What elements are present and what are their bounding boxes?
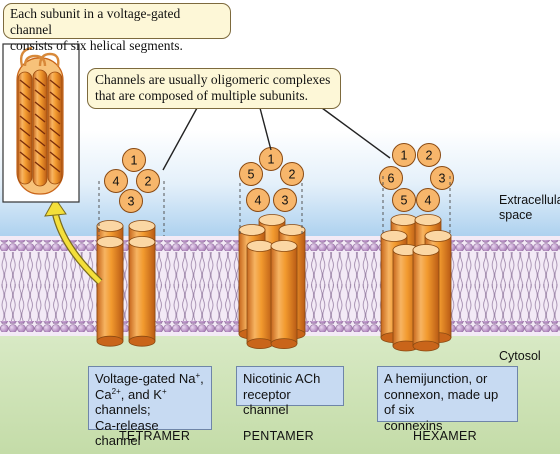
extracellular-label: Extracellular space: [499, 193, 560, 222]
pointer-hexamer: [321, 107, 391, 159]
hexamer-subunit-number: 2: [426, 149, 433, 163]
pentamer-subunit-number: 5: [248, 168, 255, 182]
hexamer-channel-subunit: [412, 244, 440, 352]
hexamer-subunit-circle: [417, 143, 441, 167]
tetramer-caption: TETRAMER: [119, 429, 191, 443]
tetramer-channel-subunit: [96, 236, 124, 347]
hexamer-caption: HEXAMER: [413, 429, 477, 443]
cytosol-label: Cytosol: [499, 349, 541, 363]
hexamer-subunit-circle: [416, 188, 440, 212]
pentamer-subunit-circle: [280, 162, 304, 186]
hexamer-subunit-number: 6: [388, 172, 395, 186]
pentamer-subunit-circle: [246, 188, 270, 212]
pentamer-channel-subunit: [270, 240, 298, 350]
callout-oligomeric-line1: Channels are usually oligomeric complexe…: [95, 72, 331, 87]
tetramer-description: Voltage-gated Na+, Ca2+, and K+ channels…: [88, 366, 212, 448]
pentamer-subunit-circle: [239, 162, 263, 186]
callout-helical-segments: Each subunit in a voltage-gated channel …: [3, 3, 231, 53]
hexamer-subunit-number: 5: [401, 194, 408, 208]
callout-oligomeric: Channels are usually oligomeric complexe…: [87, 68, 341, 109]
hexamer-subunit-number: 3: [439, 172, 446, 186]
tetramer-subunit-number: 2: [145, 175, 152, 189]
tetramer-subunit-number: 3: [128, 195, 135, 209]
tetramer-channel-subunit: [128, 236, 156, 347]
hexamer-subunit-circle: [392, 143, 416, 167]
inset-arrow: [44, 197, 103, 285]
hexamer-description: A hemijunction, or connexon, made up of …: [377, 366, 518, 433]
tetramer-subunit-circle: [119, 189, 143, 213]
helical-segments-inset: [2, 43, 80, 203]
pentamer-channel-subunit: [246, 240, 274, 350]
callout-helical-line2: consists of six helical segments.: [10, 37, 183, 53]
pentamer-subunit-number: 1: [268, 153, 275, 167]
hexamer-subunit-number: 1: [401, 149, 408, 163]
callout-oligomeric-line2: that are composed of multiple subunits.: [95, 87, 308, 103]
pointer-pentamer: [259, 107, 272, 151]
tetramer-subunit-circle: [136, 169, 160, 193]
hexamer-subunit-circle: [379, 166, 403, 190]
callout-helical-line1: Each subunit in a voltage-gated channel: [10, 6, 181, 37]
pentamer-caption: PENTAMER: [243, 429, 314, 443]
pentamer-subunit-number: 3: [282, 194, 289, 208]
tetramer-subunit-number: 1: [131, 154, 138, 168]
pointer-tetramer: [162, 107, 198, 171]
tetramer-subunit-circle: [122, 148, 146, 172]
tetramer-subunit-number: 4: [113, 175, 120, 189]
tetramer-subunit-circle: [104, 169, 128, 193]
pentamer-subunit-number: 4: [255, 194, 262, 208]
pentamer-description: Nicotinic ACh receptor channel: [236, 366, 344, 417]
hexamer-subunit-circle: [430, 166, 454, 190]
pentamer-subunit-circle: [273, 188, 297, 212]
hexamer-subunit-number: 4: [425, 194, 432, 208]
hexamer-subunit-circle: [392, 188, 416, 212]
pentamer-subunit-number: 2: [289, 168, 296, 182]
